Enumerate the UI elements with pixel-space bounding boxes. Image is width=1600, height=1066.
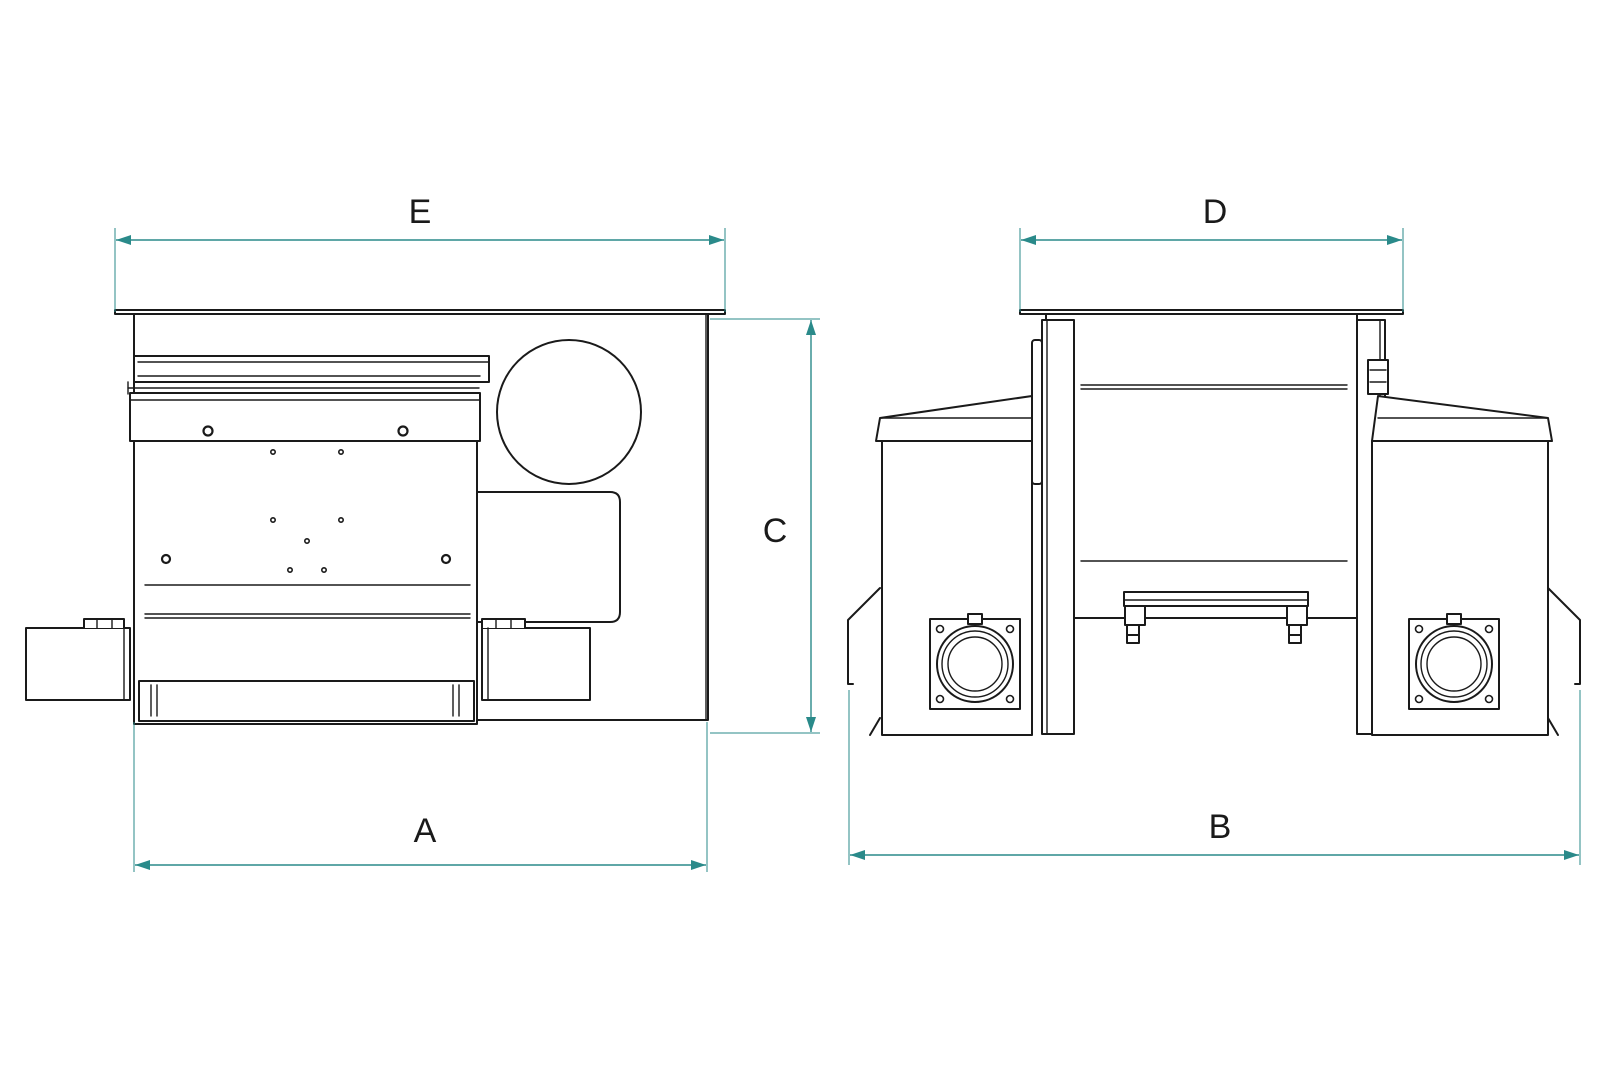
dimension-a-label: A (414, 812, 437, 850)
front-holes (269, 448, 344, 573)
side-body (1045, 313, 1358, 619)
front-motor-housing (469, 491, 621, 623)
dimension-d: D (1019, 193, 1404, 312)
side-right-housing (1371, 395, 1581, 736)
dimension-d-label: D (1203, 193, 1228, 231)
side-view (847, 309, 1581, 736)
dimension-a: A (133, 722, 708, 872)
dimension-c: C (710, 318, 820, 734)
dimension-c-label: C (763, 512, 788, 550)
front-left-pipe (25, 618, 131, 701)
front-bolts (160, 425, 452, 565)
side-bottom-bracket (1123, 591, 1309, 644)
side-left-housing (847, 395, 1033, 736)
front-right-pipe (481, 618, 591, 701)
front-view (25, 309, 726, 725)
dimension-b: B (848, 690, 1581, 865)
front-panel (129, 392, 481, 725)
front-round-port (496, 339, 642, 485)
dimension-e-label: E (409, 193, 432, 231)
dimension-b-label: B (1209, 808, 1232, 846)
dimension-e: E (114, 193, 726, 312)
front-upper-rail (127, 355, 490, 395)
